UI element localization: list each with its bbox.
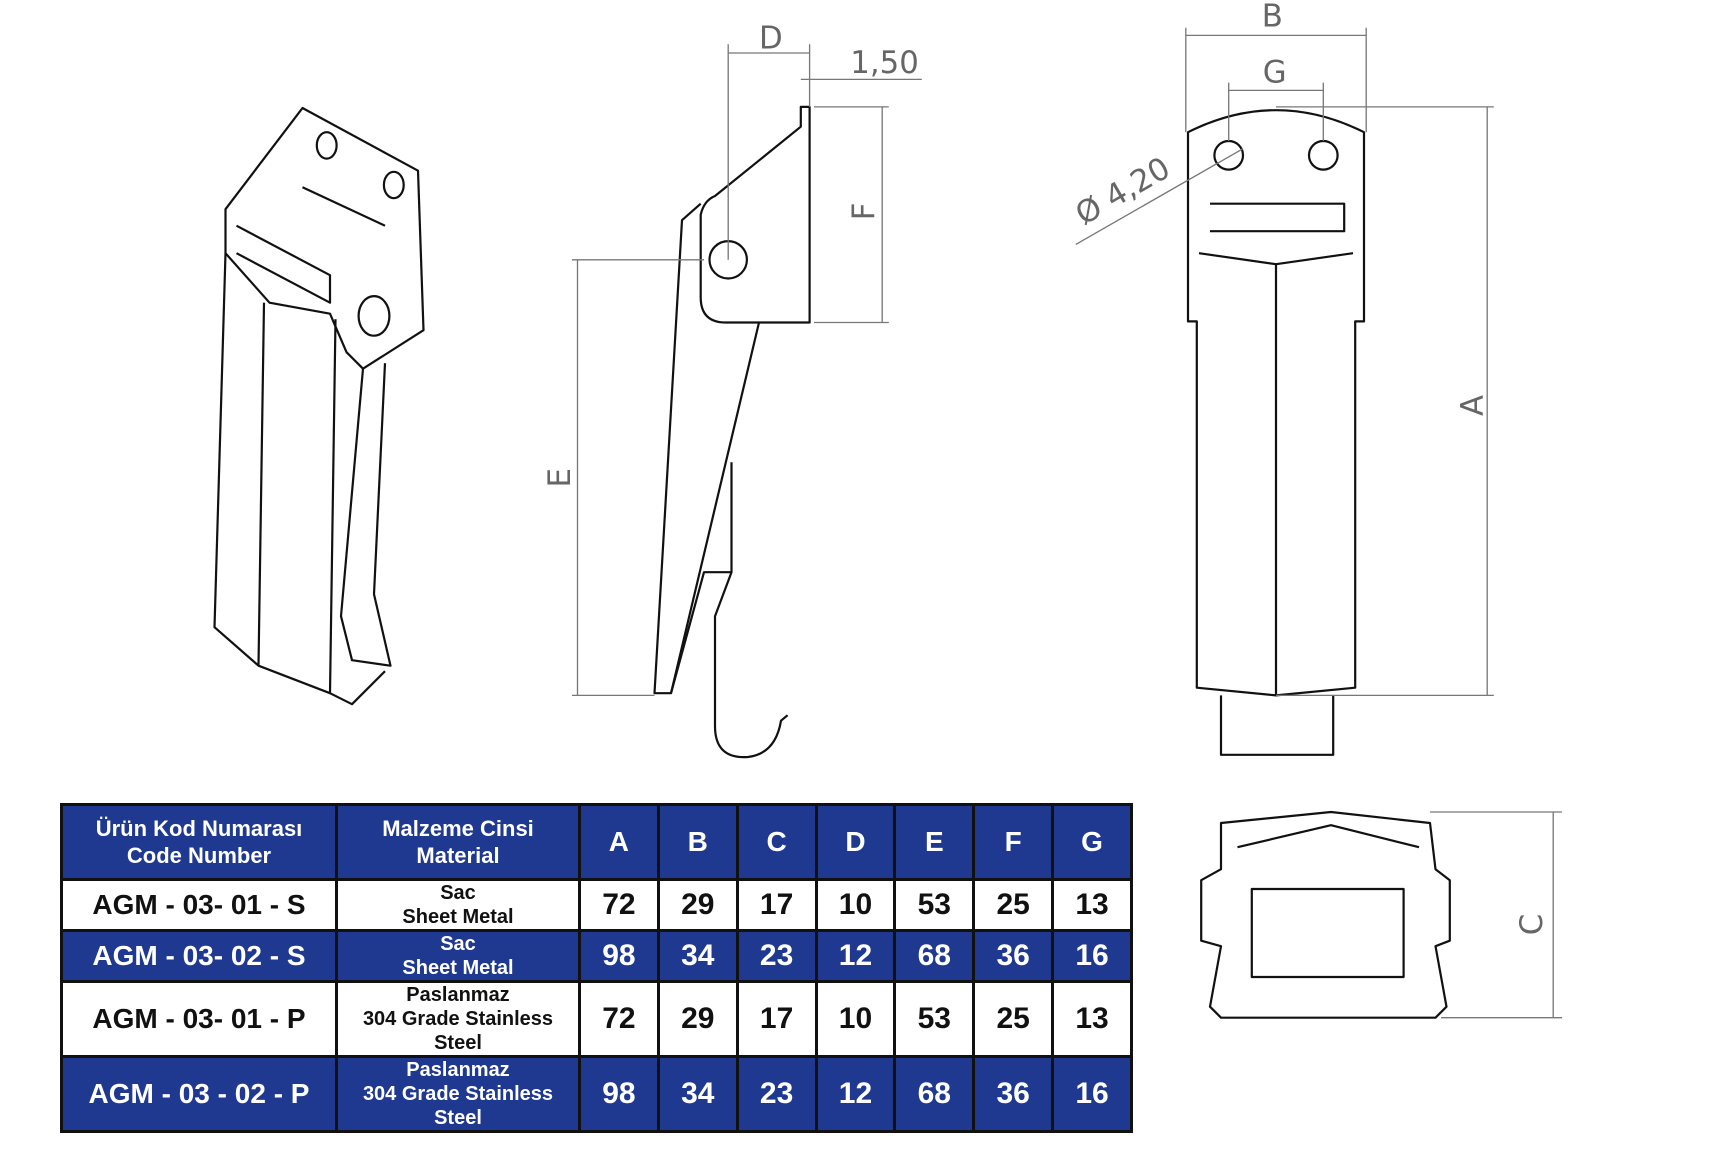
value-a: 72 [578,980,660,1058]
header-g: G [1051,803,1133,881]
side-view: D 1,50 F E [542,21,922,759]
value-d: 12 [814,929,897,983]
front-view: B G A Ø 4,20 [1069,0,1494,756]
dim-label-d: D [759,21,783,57]
header-f: F [972,803,1055,881]
value-b: 29 [656,980,739,1058]
header-b: B [656,803,739,881]
value-g: 13 [1051,878,1133,932]
value-e: 68 [893,1055,976,1133]
value-e: 53 [893,878,976,932]
dim-label-thickness: 1,50 [850,45,919,81]
header-a: A [578,803,660,881]
value-c: 17 [735,878,818,932]
value-b: 29 [656,878,739,932]
value-c: 23 [735,929,818,983]
dim-label-g: G [1263,55,1287,91]
code-cell: AGM - 03 - 02 - P [60,1055,338,1133]
value-d: 10 [814,980,897,1058]
header-e: E [893,803,976,881]
value-g: 16 [1051,929,1133,983]
header-c: C [735,803,818,881]
value-d: 10 [814,878,897,932]
isometric-view [213,106,425,706]
dim-label-c: C [1514,914,1550,936]
value-b: 34 [656,929,739,983]
code-cell: AGM - 03- 01 - P [60,980,338,1058]
dim-label-e: E [542,468,578,487]
value-g: 16 [1051,1055,1133,1133]
dim-label-b: B [1262,0,1283,35]
value-a: 98 [578,1055,660,1133]
value-g: 13 [1051,980,1133,1058]
value-b: 34 [656,1055,739,1133]
dim-label-hole-diameter: Ø 4,20 [1069,150,1176,232]
value-f: 36 [972,929,1055,983]
value-f: 25 [972,878,1055,932]
value-a: 72 [578,878,660,932]
value-e: 68 [893,929,976,983]
value-c: 23 [735,1055,818,1133]
value-f: 25 [972,980,1055,1058]
top-view: C [1200,810,1563,1019]
code-cell: AGM - 03- 02 - S [60,929,338,983]
header-d: D [814,803,897,881]
dim-label-a: A [1455,395,1491,416]
value-f: 36 [972,1055,1055,1133]
value-d: 12 [814,1055,897,1133]
value-c: 17 [735,980,818,1058]
dim-label-f: F [846,202,882,220]
value-e: 53 [893,980,976,1058]
code-cell: AGM - 03- 01 - S [60,878,338,932]
value-a: 98 [578,929,660,983]
